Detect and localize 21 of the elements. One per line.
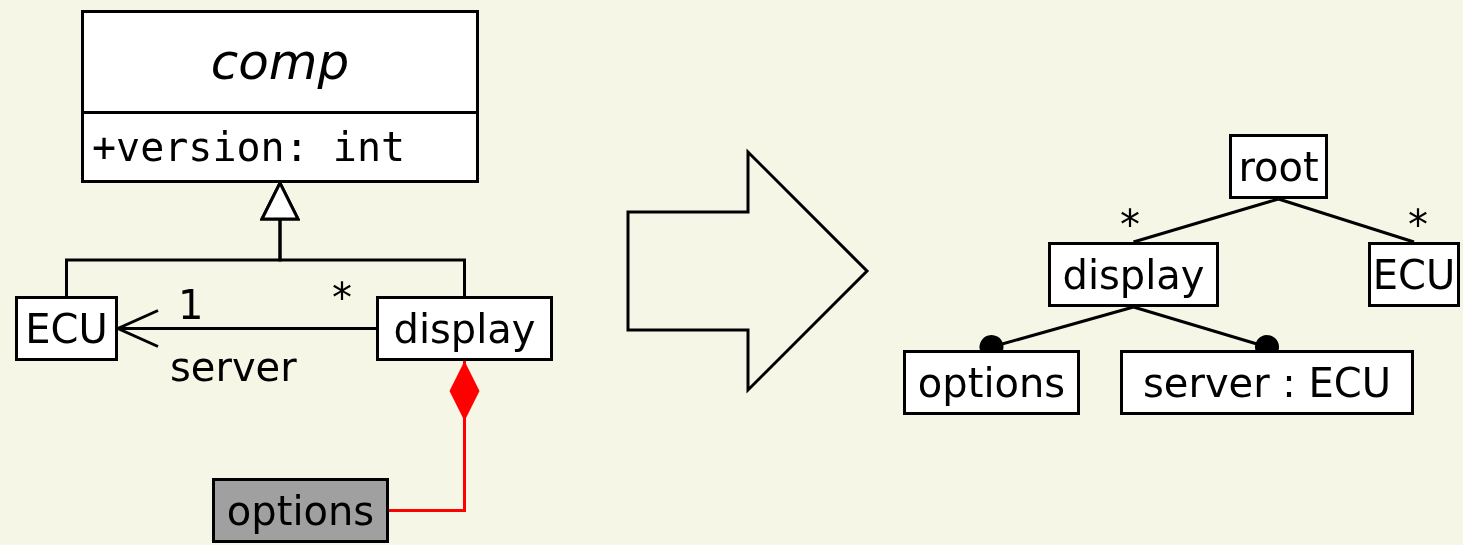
class-name: comp bbox=[210, 37, 350, 87]
multiplicity-label: * bbox=[1407, 205, 1429, 245]
class-box bbox=[81, 10, 479, 183]
node-box: ECU bbox=[15, 296, 118, 361]
composition-line bbox=[389, 361, 480, 512]
inheritance-arrow bbox=[260, 181, 466, 296]
multiplicity-label: * bbox=[331, 278, 353, 318]
attribute-text: +version: int bbox=[92, 127, 406, 167]
node-box: ECU bbox=[1368, 242, 1460, 307]
arrow bbox=[116, 309, 376, 348]
edge-label: server bbox=[169, 347, 298, 387]
multiplicity-label: * bbox=[1119, 205, 1141, 245]
node-box: options bbox=[212, 478, 389, 543]
node-box: server : ECU bbox=[1120, 350, 1414, 415]
connector-line bbox=[1278, 197, 1415, 244]
node-box: root bbox=[1229, 134, 1328, 199]
multiplicity-label: 1 bbox=[177, 285, 205, 325]
node-box: display bbox=[1048, 242, 1219, 307]
node-box: display bbox=[376, 296, 553, 361]
node-box: options bbox=[903, 350, 1080, 415]
connector-line bbox=[1133, 197, 1279, 244]
